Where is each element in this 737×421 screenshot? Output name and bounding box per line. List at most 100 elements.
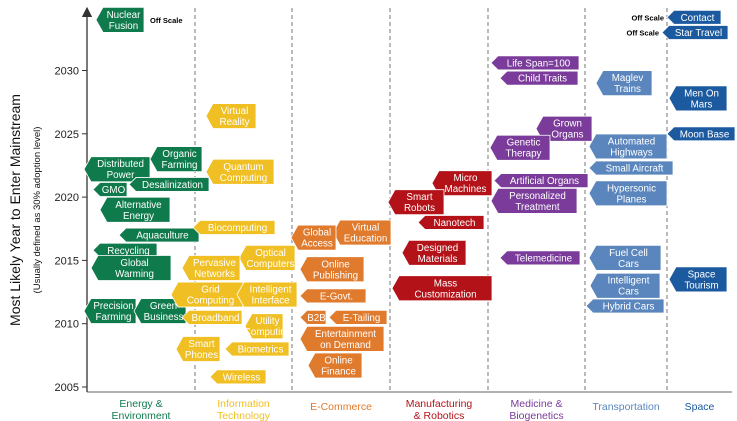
tag-star-travel: Star Travel [661, 25, 729, 40]
category-label: Transportation [592, 401, 659, 413]
tag-e-tailing: E-Tailing [328, 309, 388, 325]
tag-gmo: GMO [92, 182, 128, 197]
tag-artificial-organs: Artificial Organs [493, 173, 589, 189]
tag-label: Recycling [107, 246, 149, 257]
tag-label: Moon Base [680, 129, 730, 140]
tag-label: E-Govt. [320, 291, 353, 302]
tag-label: Wireless [223, 372, 261, 383]
tag-label: Desalinization [142, 180, 203, 191]
category-label: Energy &Environment [112, 398, 171, 421]
category-label: Medicine &Biogenetics [509, 398, 563, 421]
tag-small-aircraft: Small Aircraft [588, 160, 674, 176]
tag-label: Aquaculture [136, 231, 189, 242]
tag-label: Small Aircraft [606, 163, 664, 174]
tag-label: Child Traits [518, 74, 567, 85]
tag-label: Biometrics [238, 345, 284, 356]
y-tick-label: 2015 [55, 255, 79, 267]
tag-label: GMO [102, 185, 126, 196]
tag-label: Life Span=100 [507, 58, 571, 69]
tag-telemedicine: Telemedicine [499, 250, 581, 266]
tag-broadband: Broadband [181, 309, 243, 325]
tag-label: Contact [681, 13, 715, 24]
off-scale-label: Off Scale [150, 16, 183, 25]
tag-biocomputing: Biocomputing [192, 220, 276, 235]
tag-contact: Contact [666, 9, 722, 25]
tag-nanotech: Nanotech [417, 215, 485, 230]
tag-desalinization: Desalinization [128, 177, 210, 192]
y-tick-label: 2010 [55, 319, 79, 331]
tag-label: Artificial Organs [510, 176, 579, 187]
y-tick-label: 2005 [55, 382, 79, 394]
y-tick-label: 2030 [55, 66, 79, 78]
y-axis-subtitle: (Usually defined as 30% adoption level) [32, 127, 43, 294]
tag-label: Telemedicine [515, 253, 573, 264]
tag-wireless: Wireless [209, 369, 267, 385]
tag-label: Biocomputing [208, 223, 267, 234]
tag-e-govt-: E-Govt. [299, 288, 367, 304]
y-tick-label: 2025 [55, 129, 79, 141]
off-scale-label: Off Scale [631, 13, 664, 22]
tag-label: E-Tailing [343, 313, 381, 324]
tag-aquaculture: Aquaculture [118, 227, 200, 243]
category-label: Manufacturing& Robotics [406, 398, 473, 421]
tag-label: Broadband [192, 313, 240, 324]
